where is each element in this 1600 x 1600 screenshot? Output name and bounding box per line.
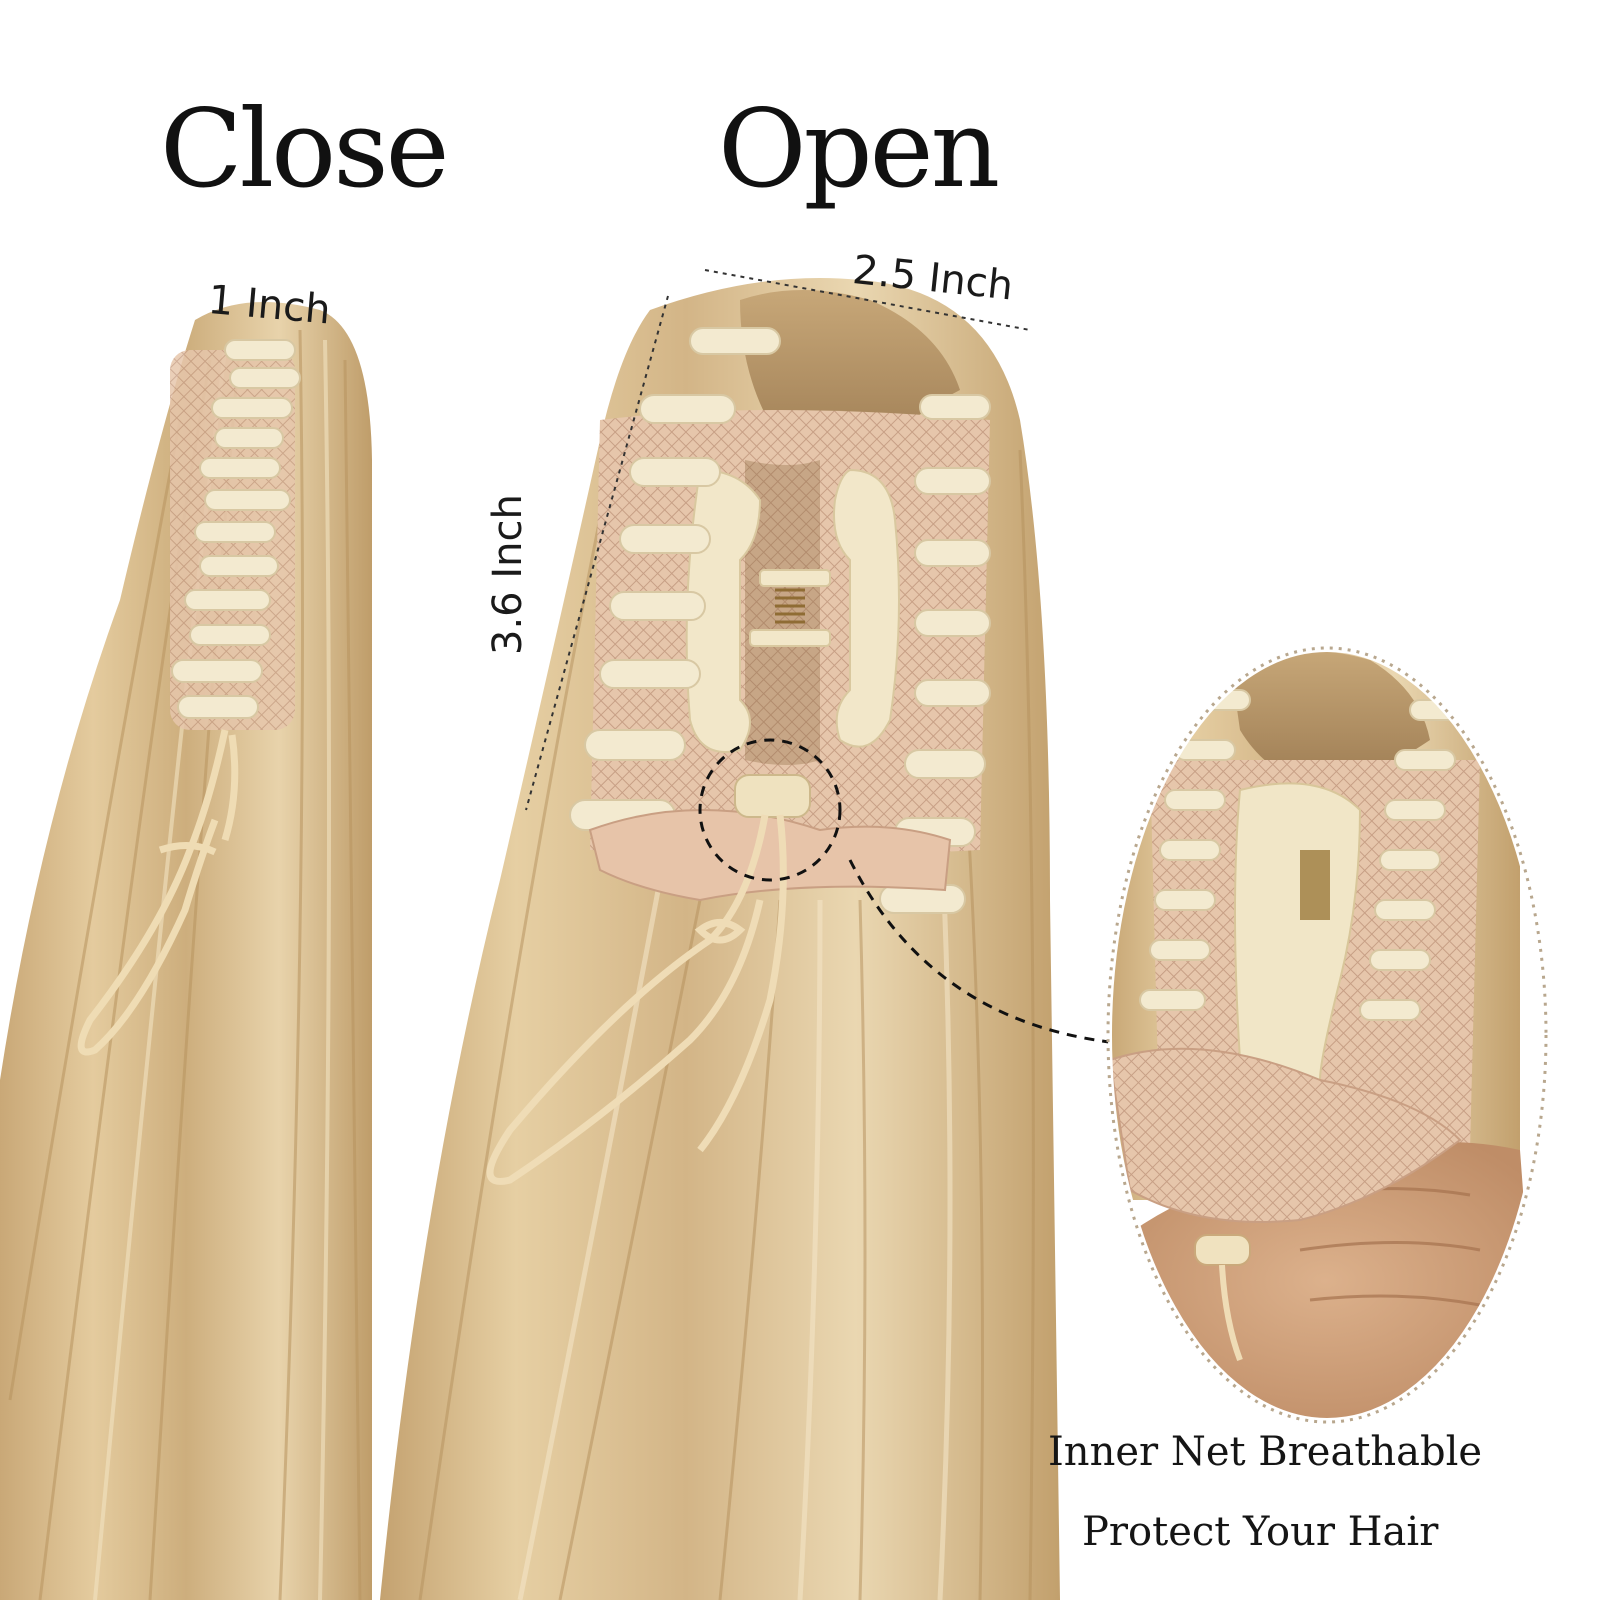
close-width-label: 1 Inch bbox=[206, 277, 333, 334]
heading-open: Open bbox=[718, 87, 1000, 212]
inner-net-closeup bbox=[1106, 646, 1548, 1424]
closed-ponytail bbox=[0, 302, 372, 1600]
caption-line-2: Protect Your Hair bbox=[1082, 1509, 1439, 1555]
open-height-label: 3.6 Inch bbox=[485, 494, 531, 655]
heading-close: Close bbox=[160, 87, 450, 212]
caption-line-1: Inner Net Breathable bbox=[1048, 1429, 1483, 1475]
open-ponytail bbox=[380, 269, 1228, 1600]
